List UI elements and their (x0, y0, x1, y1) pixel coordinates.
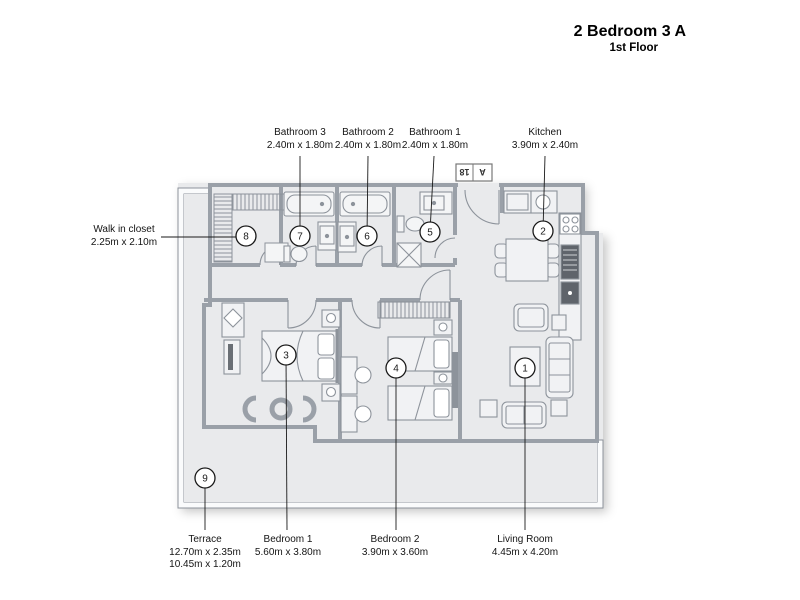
svg-text:1: 1 (522, 364, 528, 375)
room-dims: 2.40m x 1.80m (334, 139, 402, 151)
room-marker-bathroom3: 7 (289, 225, 311, 247)
svg-text:4: 4 (393, 364, 399, 375)
room-dims: 3.90m x 3.60m (361, 546, 429, 558)
terrace-floor (184, 194, 597, 502)
label-bedroom2: Bedroom 2 3.90m x 3.60m (362, 534, 428, 559)
room-name: Bedroom 2 (370, 534, 420, 545)
room-marker-kitchen: 2 (532, 220, 554, 242)
room-marker-bathroom1: 5 (419, 221, 441, 243)
room-dims: 5.60m x 3.80m (254, 546, 322, 558)
room-marker-bathroom2: 6 (356, 225, 378, 247)
leader-lines (161, 155, 546, 531)
bedroom2-furniture (340, 301, 458, 433)
plan-title: 2 Bedroom 3 A (573, 23, 686, 40)
room-marker-terrace: 9 (194, 467, 216, 489)
room-markers: 1 2 3 4 5 6 7 (194, 220, 554, 489)
bathroom2-door-arc (361, 245, 383, 267)
room-dims: 12.70m x 2.35m (169, 546, 241, 558)
svg-text:2: 2 (540, 227, 546, 238)
room-dims: 2.40m x 1.80m (401, 139, 469, 151)
plan-subtitle: 1st Floor (609, 42, 658, 54)
svg-text:9: 9 (202, 474, 208, 485)
room-dims: 3.90m x 2.40m (511, 139, 579, 151)
entry-door-arc (464, 189, 500, 225)
room-marker-living: 1 (514, 357, 536, 379)
hall-door-arc (419, 269, 451, 301)
bathroom1-fixtures (396, 191, 453, 268)
svg-text:3: 3 (283, 351, 289, 362)
svg-text:7: 7 (297, 232, 303, 243)
room-dims: 2.25m x 2.10m (90, 236, 158, 248)
dining-set (494, 238, 560, 282)
room-dims: 4.45m x 4.20m (491, 546, 559, 558)
walls (202, 183, 599, 443)
room-name: Terrace (188, 534, 222, 545)
room-marker-closet: 8 (235, 225, 257, 247)
room-name: Bedroom 1 (263, 534, 313, 545)
svg-text:6: 6 (364, 232, 370, 243)
label-bathroom3: Bathroom 3 2.40m x 1.80m (267, 127, 333, 152)
label-living-room: Living Room 4.45m x 4.20m (492, 534, 558, 559)
room-name: Bathroom 1 (409, 127, 461, 138)
label-terrace: Terrace 12.70m x 2.35m 10.45m x 1.20m (169, 534, 241, 572)
room-name: Kitchen (528, 127, 562, 138)
svg-text:8: 8 (243, 232, 249, 243)
room-dims: 2.40m x 1.80m (266, 139, 334, 151)
entry-unit-marker: 18 A (455, 163, 493, 182)
entry-marker-number: 18 (459, 167, 469, 177)
label-bathroom2: Bathroom 2 2.40m x 1.80m (335, 127, 401, 152)
room-marker-bedroom2: 4 (385, 357, 407, 379)
room-name: Bathroom 2 (342, 127, 394, 138)
bathroom1-door-arc (434, 237, 456, 259)
room-name: Walk in closet (93, 224, 155, 235)
kitchen-fixtures (503, 190, 582, 341)
room-marker-bedroom1: 3 (275, 344, 297, 366)
label-bathroom1: Bathroom 1 2.40m x 1.80m (402, 127, 468, 152)
svg-text:5: 5 (427, 228, 433, 239)
room-name: Living Room (497, 534, 553, 545)
label-bedroom1: Bedroom 1 5.60m x 3.80m (255, 534, 321, 559)
room-dims: 10.45m x 1.20m (169, 559, 241, 570)
bedroom1-furniture (221, 302, 341, 423)
room-name: Bathroom 3 (274, 127, 326, 138)
entry-marker-letter: A (479, 167, 486, 177)
page-title: 2 Bedroom 3 A 1st Floor (574, 22, 686, 55)
bathroom3-fixtures (283, 191, 337, 263)
bedroom1-door-arc (287, 299, 317, 329)
label-closet: Walk in closet 2.25m x 2.10m (91, 224, 157, 249)
fridge-unit (560, 244, 580, 305)
closet-shelving (213, 193, 289, 263)
label-kitchen: Kitchen 3.90m x 2.40m (512, 127, 578, 152)
bathroom2-fixtures (337, 191, 391, 253)
